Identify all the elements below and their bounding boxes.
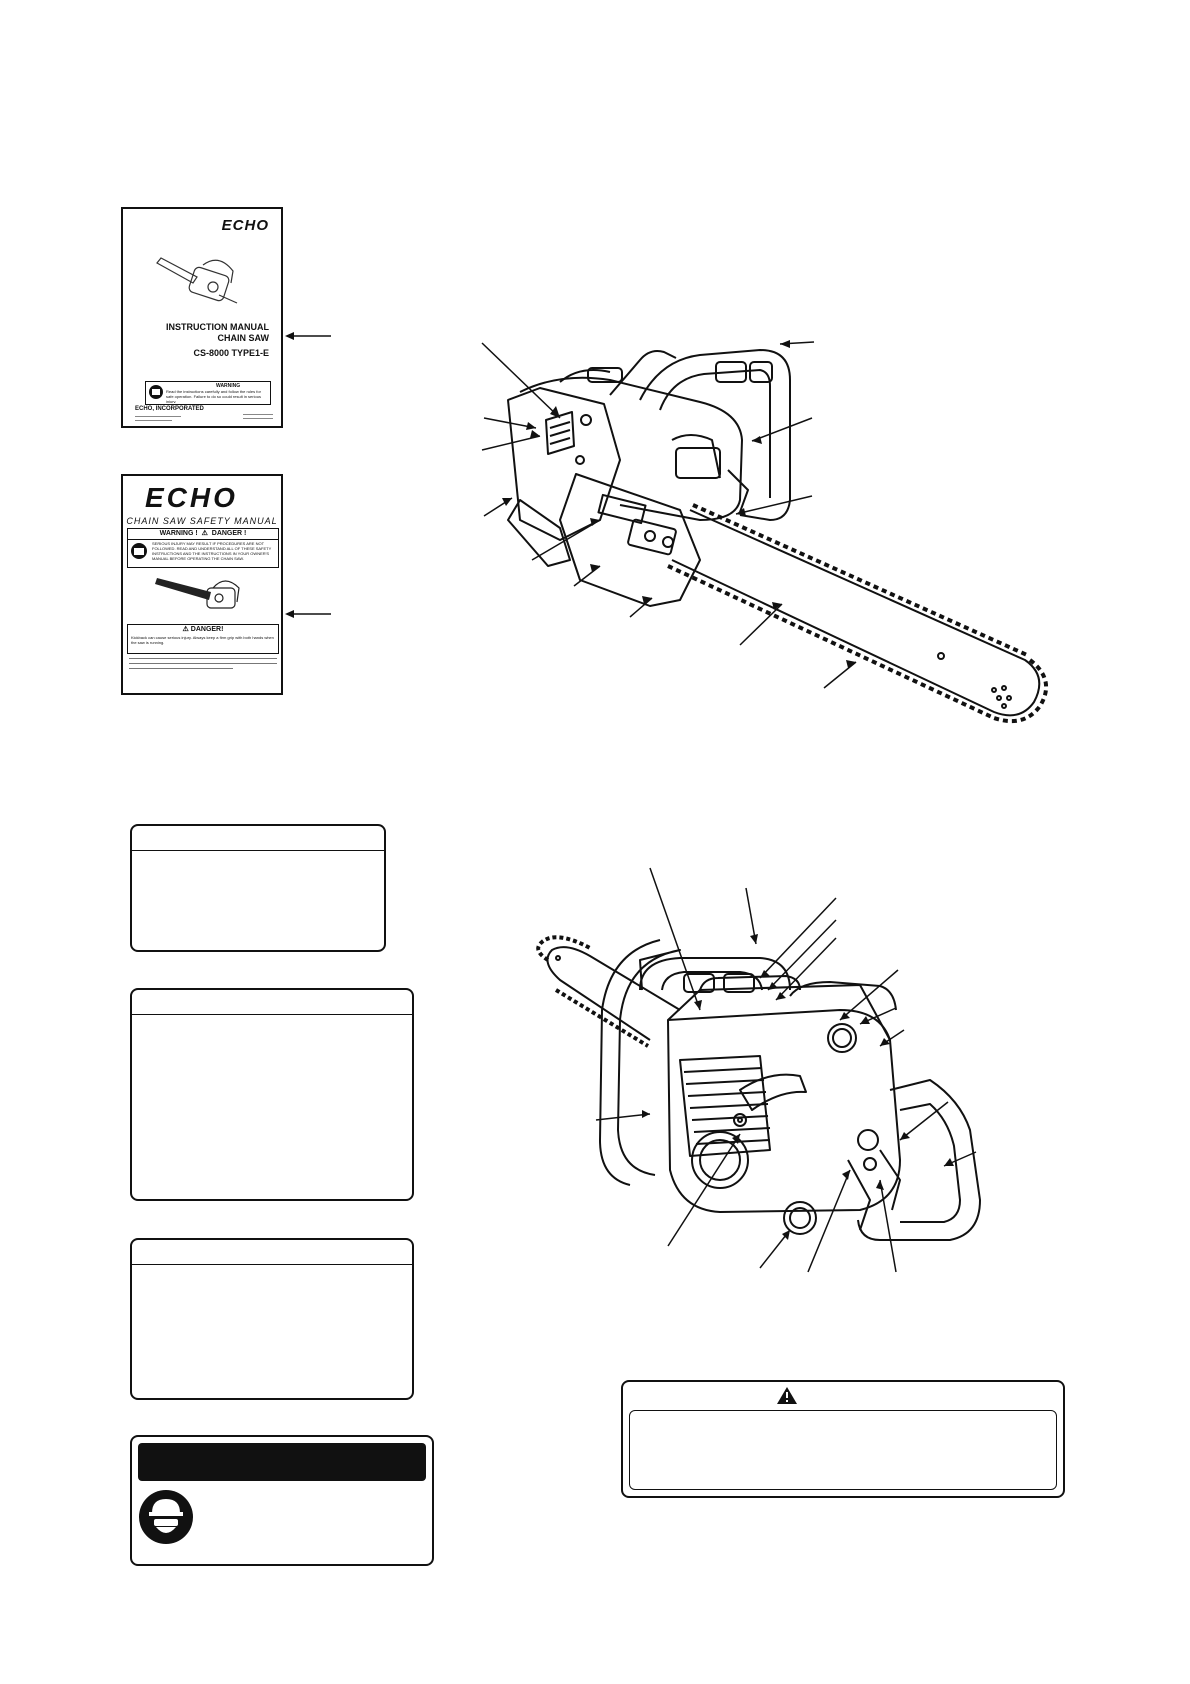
safety-danger2-text: Kickback can cause serious injury. Alway…: [131, 635, 274, 645]
echo-logo: ECHO: [221, 217, 269, 234]
ppe-label: [130, 1435, 434, 1566]
manual-model: CS-8000 TYPE1-E: [193, 348, 269, 358]
label-box-1: [130, 824, 386, 952]
chainsaw-illustration-top: [481, 340, 1049, 723]
warning-triangle-icon: ⚠: [201, 530, 208, 537]
read-manual-icon: [149, 385, 163, 399]
label-box-2: [130, 988, 414, 1201]
manual-title-line2: CHAIN SAW: [217, 333, 270, 343]
hard-hat-goggles-icon: [139, 1490, 193, 1544]
manual-warning-box: WARNING Read the instructions carefully …: [145, 381, 271, 405]
caution-label: [621, 1380, 1065, 1498]
safety-danger2-header: ⚠ DANGER!: [182, 626, 224, 633]
safety-danger-header: DANGER !: [211, 530, 247, 537]
safety-danger-text: SERIOUS INJURY MAY RESULT IF PROCEDURES …: [152, 541, 272, 561]
warning-triangle-icon: ⚠: [182, 626, 189, 633]
manual-company: ECHO, INCORPORATED: [135, 406, 204, 412]
safety-fine-print: [129, 656, 277, 669]
safety-danger2-box: ⚠ DANGER! Kickback can cause serious inj…: [127, 624, 279, 654]
ppe-label-header-bar: [138, 1443, 426, 1481]
arrow-pointer-icon: [285, 332, 331, 340]
label-box-3: [130, 1238, 414, 1400]
arrow-pointer-icon: [285, 610, 331, 618]
manual-warning-text: Read the instructions carefully and foll…: [166, 389, 261, 403]
instruction-manual-cover: ECHO INSTRUCTION MANUAL CHAIN SAW CS-800…: [121, 207, 283, 428]
echo-logo: ECHO: [145, 482, 238, 513]
manual-warning-header: WARNING: [216, 383, 241, 389]
safety-warning-box: WARNING ! ⚠ DANGER ! SERIOUS INJURY MAY …: [127, 528, 279, 568]
safety-manual-cover: ECHO CHAIN SAW SAFETY MANUAL WARNING ! ⚠…: [121, 474, 283, 695]
chainsaw-thumbnail-icon: [155, 578, 240, 609]
read-manual-icon: [131, 543, 147, 559]
chainsaw-illustration-bottom: [536, 867, 981, 1273]
manual-part-number: [243, 412, 273, 419]
chainsaw-thumbnail-icon: [156, 257, 238, 304]
caution-inner-panel: [629, 1410, 1057, 1490]
safety-warning-header: WARNING !: [159, 530, 198, 537]
safety-manual-title: CHAIN SAW SAFETY MANUAL: [126, 516, 278, 526]
manual-fine-print: [135, 414, 181, 421]
manual-title-line1: INSTRUCTION MANUAL: [166, 322, 269, 332]
warning-triangle-icon: [777, 1387, 797, 1404]
